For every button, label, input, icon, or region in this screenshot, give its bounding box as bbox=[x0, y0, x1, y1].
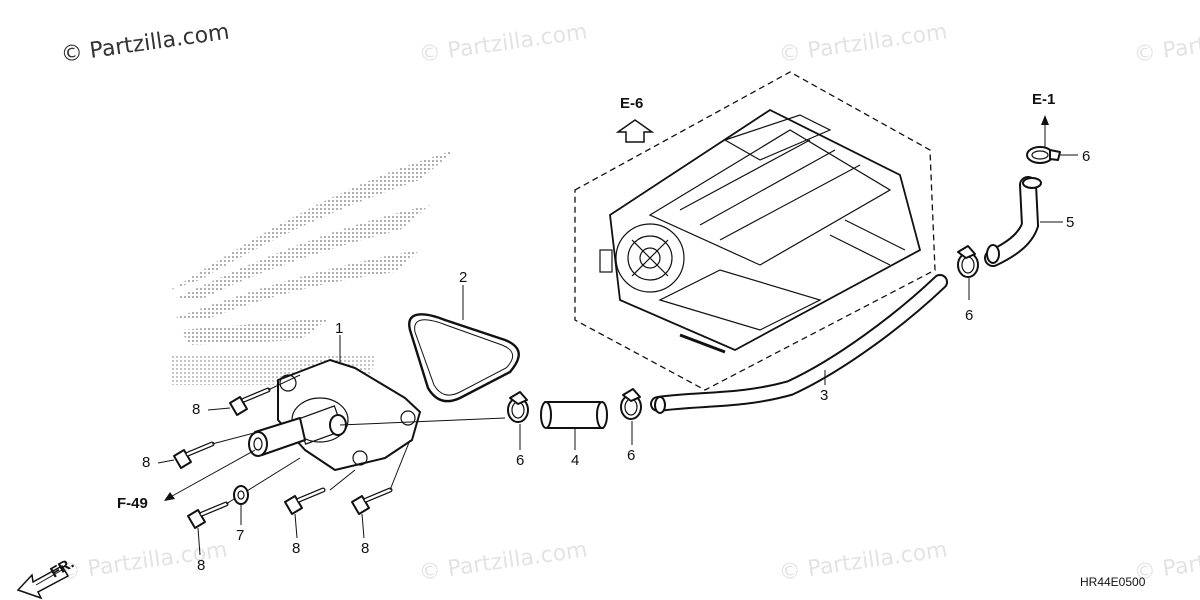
part-1-water-pump-cover[interactable] bbox=[248, 359, 421, 471]
front-direction-arrow-icon bbox=[16, 564, 70, 600]
hose-4[interactable] bbox=[540, 401, 608, 429]
callout-4[interactable]: 4 bbox=[571, 452, 579, 469]
callout-1[interactable]: 1 bbox=[335, 320, 343, 337]
callout-2[interactable]: 2 bbox=[459, 269, 467, 286]
hose-5[interactable] bbox=[984, 176, 1042, 267]
hose-clamp-6-c[interactable] bbox=[957, 245, 979, 278]
water-pipe-3[interactable] bbox=[650, 274, 948, 414]
callout-8-e[interactable]: 8 bbox=[361, 540, 369, 557]
watermark-text: © Partzilla.com bbox=[417, 538, 589, 586]
washer-7[interactable] bbox=[233, 485, 249, 505]
bolt-8-b[interactable] bbox=[173, 441, 215, 469]
callout-8-b[interactable]: 8 bbox=[142, 454, 150, 471]
hose-clamp-6-a[interactable] bbox=[507, 391, 529, 423]
watermark-text: © Partzilla.com bbox=[777, 538, 949, 586]
diagram-code: HR44E0500 bbox=[1080, 575, 1146, 589]
bolt-8-c[interactable] bbox=[187, 501, 229, 529]
ref-e1[interactable]: E-1 bbox=[1032, 91, 1055, 108]
part-2-gasket[interactable] bbox=[408, 313, 520, 403]
bolt-8-a[interactable] bbox=[229, 387, 271, 416]
callout-6-d[interactable]: 6 bbox=[1082, 148, 1090, 165]
hose-clamp-6-b[interactable] bbox=[620, 388, 642, 420]
callout-8-c[interactable]: 8 bbox=[197, 557, 205, 574]
callout-6-c[interactable]: 6 bbox=[965, 307, 973, 324]
callout-8-a[interactable]: 8 bbox=[192, 401, 200, 418]
callout-5[interactable]: 5 bbox=[1066, 214, 1074, 231]
e6-arrow-icon bbox=[615, 119, 655, 143]
callout-6-b[interactable]: 6 bbox=[627, 447, 635, 464]
hose-clamp-6-d[interactable] bbox=[1026, 146, 1061, 164]
bolt-8-e[interactable] bbox=[351, 487, 393, 515]
watermark-text: © Partzilla.com bbox=[417, 20, 589, 68]
bolt-8-d[interactable] bbox=[284, 487, 326, 515]
partzilla-copyright: © Partzilla.com bbox=[59, 20, 231, 68]
ref-f49[interactable]: F-49 bbox=[117, 495, 148, 512]
engine-case-outline bbox=[574, 71, 936, 391]
callout-6-a[interactable]: 6 bbox=[516, 452, 524, 469]
wing-emblem-watermark bbox=[170, 150, 455, 385]
ref-e6[interactable]: E-6 bbox=[620, 95, 643, 112]
callout-8-d[interactable]: 8 bbox=[292, 540, 300, 557]
watermark-text: © Partzilla.com bbox=[1132, 20, 1200, 68]
callout-3[interactable]: 3 bbox=[820, 387, 828, 404]
watermark-text: © Partzilla.com bbox=[777, 20, 949, 68]
callout-7[interactable]: 7 bbox=[236, 527, 244, 544]
